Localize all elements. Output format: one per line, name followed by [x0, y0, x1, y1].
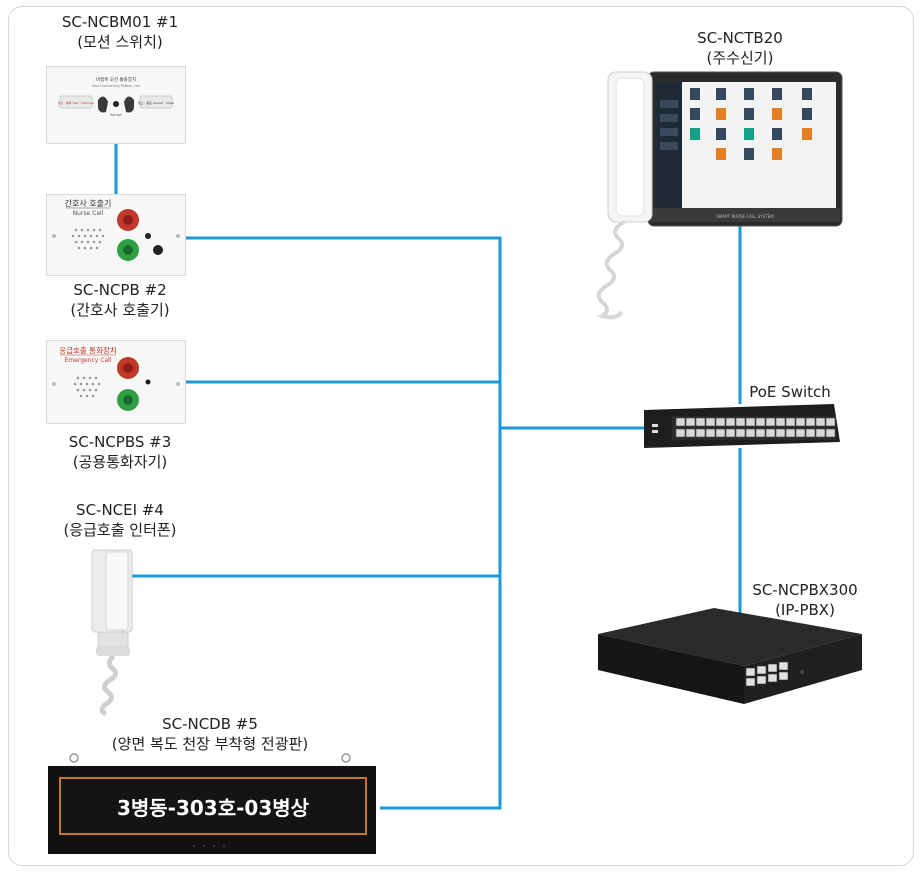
ncpb-plate-title: 간호사 호출기: [65, 198, 112, 208]
speaker-grille-icon: [71, 228, 105, 250]
ethernet-ports: [675, 417, 836, 438]
ncbm01-plate-sub: Non-Contacting Motion call: [92, 84, 139, 88]
ncpbs-desc: (공용통화자기): [72, 453, 168, 471]
led-display-text: 3병동-303호-03병상: [117, 796, 310, 820]
nctb20-model: SC-NCTB20: [697, 29, 783, 47]
ncbm01-left-btn: 호출 · 통화 Call · Intercom: [58, 100, 95, 105]
ncpbs-plate-title: 응급호출 통화장치: [59, 345, 117, 355]
nctb20-desc: (주수신기): [706, 49, 774, 67]
ethernet-ports: [745, 661, 789, 687]
ncpbs-model: SC-NCPBS #3: [68, 433, 172, 451]
label-ncpb: SC-NCPB #2 (간호사 호출기): [40, 280, 200, 320]
ncei-model: SC-NCEI #4: [76, 501, 164, 519]
ncpb-desc: (간호사 호출기): [70, 301, 170, 319]
ncbm01-desc: (모션 스위치): [77, 33, 163, 51]
label-ncdb: SC-NCDB #5 (양면 복도 천장 부착형 전광판): [80, 714, 340, 754]
label-ncbm01: SC-NCBM01 #1 (모션 스위치): [40, 12, 200, 52]
label-poe-switch: PoE Switch: [730, 382, 850, 402]
master-station-device: SMART NURSE CALL SYSTEM: [596, 71, 843, 320]
ncpb-model: SC-NCPB #2: [73, 281, 167, 299]
speaker-grille-icon: [73, 376, 101, 398]
ncpbx300-desc: (IP-PBX): [775, 601, 835, 619]
led-indicator: [145, 379, 151, 385]
coiled-cord-icon: [596, 220, 626, 320]
jack-port: [153, 245, 163, 255]
ncpbs-plate-sub: Emergency Call: [65, 357, 112, 364]
ncpbx300-model: SC-NCPBX300: [752, 581, 858, 599]
coiled-cord-icon: [99, 654, 118, 717]
ncdb-model: SC-NCDB #5: [162, 715, 258, 733]
led-display-board: 3병동-303호-03병상: [48, 753, 376, 854]
ncdb-desc: (양면 복도 천장 부착형 전광판): [111, 735, 309, 753]
label-ncei: SC-NCEI #4 (응급호출 인터폰): [30, 500, 210, 540]
ncei-desc: (응급호출 인터폰): [63, 521, 177, 539]
intercom-handset-device: [91, 549, 133, 717]
ip-pbx-device: [598, 608, 862, 704]
label-nctb20: SC-NCTB20 (주수신기): [660, 28, 820, 68]
hand-right-icon: [124, 96, 134, 113]
label-ncpbx300: SC-NCPBX300 (IP-PBX): [730, 580, 880, 620]
emergency-call-device: 응급호출 통화장치 Emergency Call: [46, 340, 186, 424]
wire-bus-trunk: [186, 236, 502, 810]
sensor-icon: [113, 101, 119, 107]
hand-left-icon: [98, 96, 108, 113]
poe-switch-model: PoE Switch: [749, 383, 831, 401]
led-display-panel: [59, 777, 367, 835]
ncbm01-plate-title: 비접촉 모션 통화장치: [96, 76, 136, 83]
poe-switch-device: [644, 404, 840, 448]
ncpb-plate-sub: Nurse Call: [73, 210, 104, 217]
ncbm01-sensor: Sensor: [110, 113, 123, 117]
label-ncpbs: SC-NCPBS #3 (공용통화자기): [40, 432, 200, 472]
motion-switch-device: 비접촉 모션 통화장치 Non-Contacting Motion call 호…: [46, 66, 186, 144]
ncbm01-model: SC-NCBM01 #1: [61, 13, 179, 31]
screen-brand: SMART NURSE CALL SYSTEM: [716, 214, 774, 219]
ncbm01-right-btn: 취소 · 종료 Cancel · Close: [138, 100, 174, 105]
nurse-call-device: 간호사 호출기 Nurse Call: [46, 194, 186, 276]
led-indicator: [145, 233, 151, 239]
